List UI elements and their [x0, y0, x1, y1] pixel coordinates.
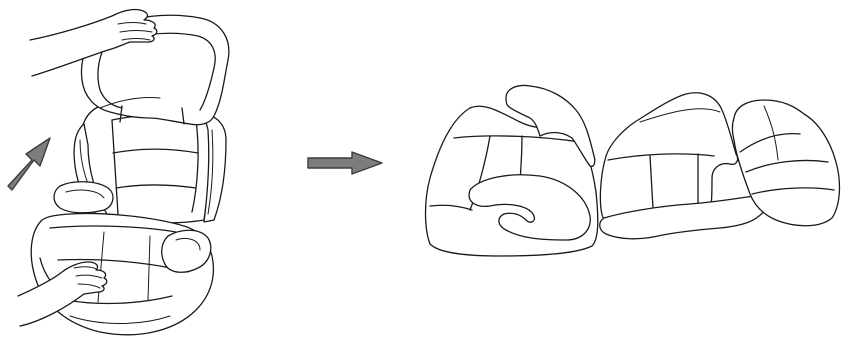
upward-arrow-icon — [8, 138, 50, 190]
seat-cushion-parts — [426, 86, 840, 257]
assembled-booster-seat — [8, 9, 229, 334]
right-arrow-icon — [308, 152, 382, 174]
